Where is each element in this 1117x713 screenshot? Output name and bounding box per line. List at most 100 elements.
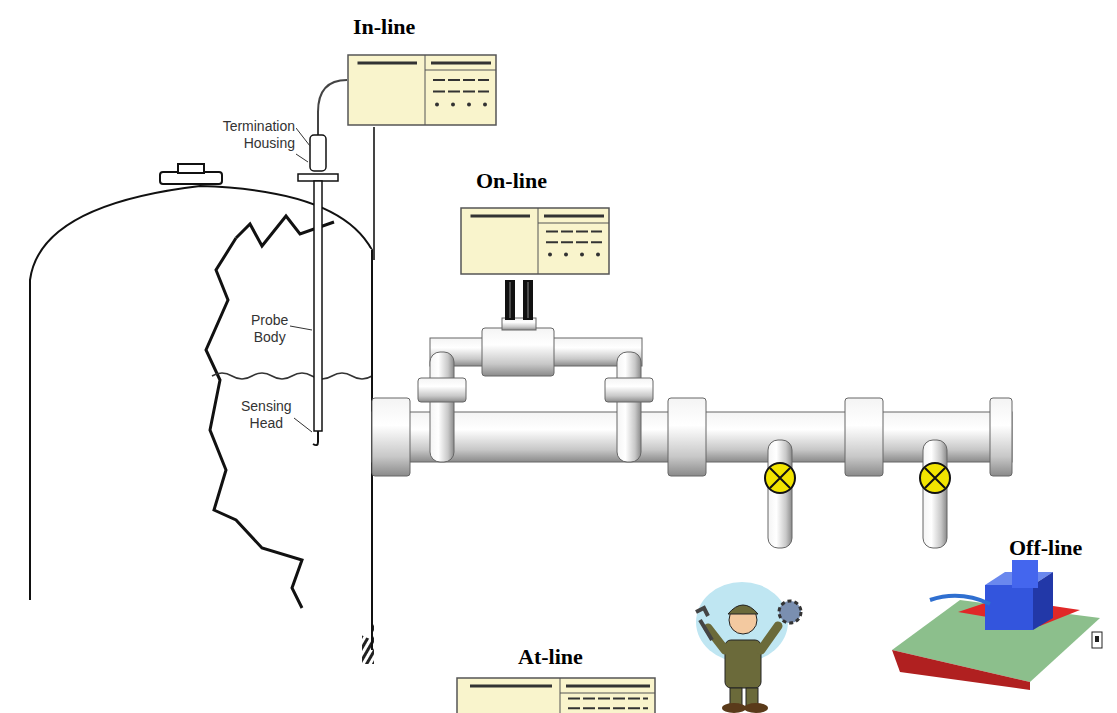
leader-line xyxy=(296,128,310,146)
part-label: Probe Body xyxy=(250,312,289,346)
display-bar xyxy=(544,215,604,218)
panel-divider xyxy=(538,208,539,274)
level-probe xyxy=(313,431,318,445)
instrument-face xyxy=(348,55,496,125)
button-dot xyxy=(580,253,584,257)
display-bar xyxy=(431,62,491,65)
instrument-case xyxy=(457,678,655,713)
technician-clipart xyxy=(744,703,768,713)
process-pipe xyxy=(372,398,410,476)
level-probe xyxy=(310,135,326,171)
level-probe xyxy=(298,80,374,445)
tank-cutaway xyxy=(206,216,372,650)
process-pipe xyxy=(372,318,1012,476)
process-pipe xyxy=(605,378,653,402)
display-bar xyxy=(358,62,418,65)
button-dot xyxy=(548,253,552,257)
button-dot xyxy=(467,103,471,107)
laboratory-clipart xyxy=(1095,636,1099,642)
tank-cutaway xyxy=(206,238,302,608)
panel-line xyxy=(425,70,496,71)
instrument-case xyxy=(461,208,609,274)
laboratory-clipart xyxy=(1092,632,1102,648)
sensor-rods xyxy=(505,280,515,320)
sample-valve xyxy=(770,468,945,488)
panel-divider xyxy=(560,678,561,713)
instrument-box xyxy=(347,54,497,126)
display-bar xyxy=(471,215,531,218)
instrument-face xyxy=(457,678,655,713)
process-pipe xyxy=(617,352,641,462)
laboratory-clipart xyxy=(1012,560,1038,588)
key-row xyxy=(546,242,602,244)
instrument-box xyxy=(460,207,610,275)
tank-cutaway xyxy=(206,216,372,640)
process-pipe xyxy=(990,398,1012,476)
technician-clipart xyxy=(696,608,712,640)
technician-clipart xyxy=(761,626,778,650)
process-pipe xyxy=(482,328,554,376)
process-pipe xyxy=(418,378,466,402)
tank-cutaway xyxy=(212,373,372,379)
part-label: Termination Housing xyxy=(222,118,296,152)
instrument-node: On-line xyxy=(460,168,610,275)
panel-line xyxy=(560,693,655,694)
leader-line xyxy=(294,418,312,432)
sample-valve xyxy=(765,440,950,548)
button-dot xyxy=(451,103,455,107)
part-label: Sensing Head xyxy=(240,398,293,432)
level-probe xyxy=(373,127,375,260)
level-probe xyxy=(314,181,322,431)
technician-clipart xyxy=(728,605,758,614)
instrument-node: In-line xyxy=(347,14,497,126)
level-probe xyxy=(318,80,347,136)
instrument-graphic xyxy=(456,677,656,713)
level-probe xyxy=(298,174,338,181)
leader-line xyxy=(296,154,308,162)
instrument-case xyxy=(348,55,496,125)
instrument-node: At-line xyxy=(456,644,656,713)
leader-line xyxy=(290,128,312,432)
instrument-graphic xyxy=(347,54,497,126)
technician-clipart xyxy=(729,606,757,634)
laboratory-clipart xyxy=(930,596,990,604)
instrument-box xyxy=(456,677,656,713)
technician-clipart xyxy=(696,582,801,713)
key-row xyxy=(546,231,602,233)
laboratory-clipart xyxy=(892,560,1102,690)
button-dot xyxy=(564,253,568,257)
instrument-face xyxy=(461,208,609,274)
instrument-heading: On-line xyxy=(460,168,610,193)
display-bar xyxy=(566,685,650,688)
instrument-heading: In-line xyxy=(347,14,497,39)
laboratory-clipart xyxy=(892,650,1030,690)
key-row xyxy=(568,698,648,700)
technician-clipart xyxy=(725,640,761,688)
sensor-rods xyxy=(528,282,529,318)
sensor-rods xyxy=(505,280,533,320)
technician-clipart xyxy=(779,601,801,623)
process-pipe xyxy=(668,398,706,476)
process-pipe xyxy=(430,352,454,462)
button-dot xyxy=(596,253,600,257)
sensor-rods xyxy=(523,280,533,320)
instrument-heading: At-line xyxy=(456,644,656,669)
process-pipe xyxy=(845,398,883,476)
leader-line xyxy=(290,326,312,330)
button-dot xyxy=(483,103,487,107)
tank-vessel xyxy=(30,164,374,664)
panel-divider xyxy=(425,55,426,125)
mode-label: Off-line xyxy=(1008,535,1083,561)
tank-vessel xyxy=(178,164,204,173)
key-row xyxy=(568,707,648,709)
key-row xyxy=(433,79,489,81)
panel-line xyxy=(538,223,609,224)
button-dot xyxy=(435,103,439,107)
instrument-graphic xyxy=(460,207,610,275)
sensor-rods xyxy=(510,282,511,318)
display-bar xyxy=(470,685,552,688)
technician-clipart xyxy=(722,703,746,713)
